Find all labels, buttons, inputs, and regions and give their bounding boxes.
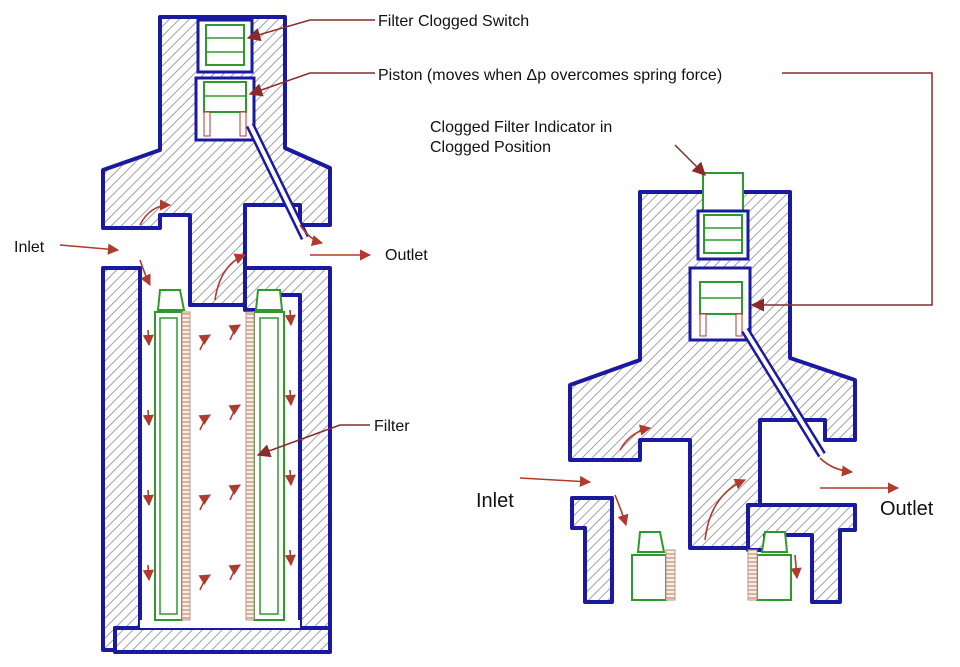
label-inlet-left: Inlet: [14, 239, 45, 256]
right-filter-element: [245, 289, 285, 621]
left-bowl-bottom: [113, 626, 332, 654]
left-filter-assembly: [59, 15, 372, 654]
left-flow-arrows: [59, 199, 372, 591]
label-inlet-right: Inlet: [476, 490, 514, 512]
label-filter-clogged-switch: Filter Clogged Switch: [378, 13, 529, 30]
right-filter-element-right: [747, 531, 792, 601]
callout-filter: [256, 424, 370, 458]
label-outlet-left: Outlet: [385, 247, 428, 264]
label-filter: Filter: [374, 418, 410, 435]
right-bowl-wall-left: [570, 496, 614, 604]
left-filter-clogged-switch: [205, 24, 245, 66]
label-indicator-line1: Clogged Filter Indicator in: [430, 119, 612, 136]
callout-lines: [246, 19, 933, 458]
left-bowl-wall-left: [101, 266, 332, 652]
right-bowl-wall-right: [746, 503, 857, 604]
label-piston: Piston (moves when Δp overcomes spring f…: [378, 67, 722, 84]
right-clogged-filter-indicator: [702, 172, 744, 212]
callout-piston: [248, 72, 375, 97]
callout-piston-right: [750, 72, 933, 312]
callout-filter-clogged-switch: [246, 19, 375, 42]
left-filter-element: [154, 289, 191, 621]
right-filter-element-left: [631, 531, 676, 601]
label-indicator-line2: Clogged Position: [430, 139, 551, 156]
right-filter-assembly: [519, 172, 900, 604]
callout-indicator: [674, 144, 706, 176]
left-bowl-wall-right: [243, 266, 332, 652]
right-flow-arrows: [519, 424, 900, 580]
label-outlet-right: Outlet: [880, 498, 934, 520]
left-piston: [203, 81, 247, 113]
